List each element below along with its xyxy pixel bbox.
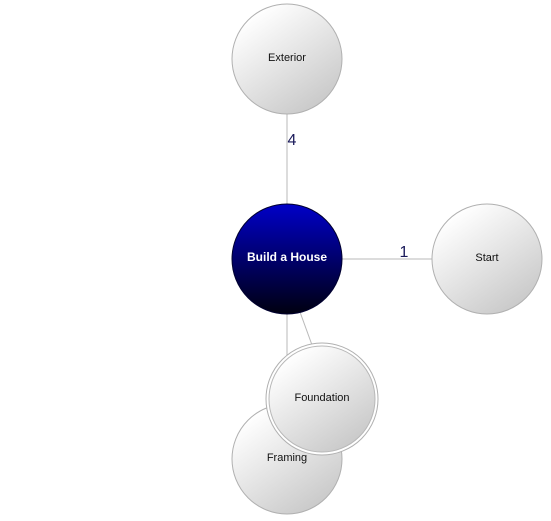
node-center-circle[interactable] [231,203,343,315]
node-foundation-circle[interactable] [268,345,376,453]
edge-labels: 4 1 [288,132,409,261]
node-center-label: Build a House [247,250,327,264]
node-exterior-circle[interactable] [231,3,343,115]
node-start-label: Start [475,252,498,264]
node-framing-label: Framing [267,452,307,464]
node-exterior-label: Exterior [268,52,306,64]
edge-label-exterior: 4 [288,132,297,149]
node-exterior[interactable]: Exterior [231,3,343,115]
node-foundation-label: Foundation [294,392,349,404]
node-start[interactable]: Start [431,203,543,315]
node-start-circle[interactable] [431,203,543,315]
edge-label-start: 1 [400,244,409,261]
node-foundation[interactable]: Foundation [265,342,379,456]
node-center[interactable]: Build a House [231,203,343,315]
edge-center-foundation [299,311,313,346]
